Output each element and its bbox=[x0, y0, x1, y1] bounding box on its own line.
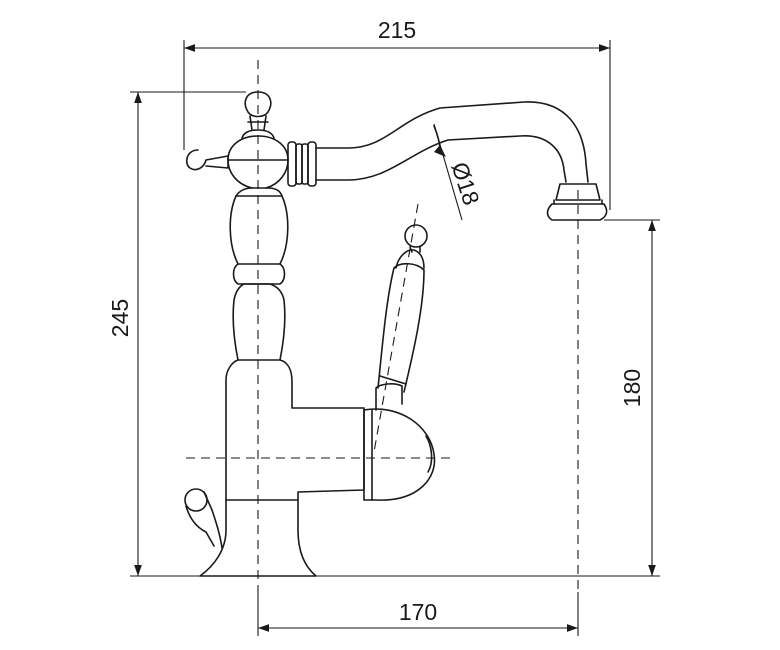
spout-collar bbox=[287, 141, 317, 187]
faucet-outline bbox=[184, 91, 608, 577]
handle-stem bbox=[375, 383, 403, 411]
handle-axis bbox=[373, 203, 419, 453]
aerator-tip bbox=[546, 203, 608, 221]
faucet-body bbox=[225, 359, 365, 501]
center-lines bbox=[186, 60, 579, 592]
dimension-180: 180 bbox=[316, 219, 660, 577]
dimension-label-215: 215 bbox=[378, 17, 416, 43]
lever-handle bbox=[377, 262, 425, 393]
side-knob bbox=[185, 149, 229, 171]
drain-lever bbox=[184, 488, 223, 549]
crown-top bbox=[241, 129, 275, 139]
column-bulb bbox=[229, 195, 289, 265]
column-ring bbox=[232, 263, 286, 285]
mixer-cap bbox=[425, 435, 433, 473]
dimension-245: 245 bbox=[107, 91, 246, 577]
column-upper bbox=[232, 283, 286, 361]
dimension-label-245: 245 bbox=[107, 299, 133, 337]
spout-pipe bbox=[315, 101, 589, 183]
top-knob bbox=[244, 91, 272, 118]
dimension-215: 215 bbox=[183, 17, 611, 210]
aerator bbox=[555, 183, 601, 201]
dimension-label-180: 180 bbox=[619, 369, 645, 407]
spout-pipe-lower bbox=[315, 135, 567, 183]
mixer-housing bbox=[363, 408, 436, 501]
dimension-170: 170 bbox=[257, 592, 579, 636]
lever-knob bbox=[404, 224, 428, 248]
column-neck bbox=[235, 187, 283, 197]
dimension-label-170: 170 bbox=[399, 599, 437, 625]
lever-handle-collar bbox=[379, 375, 407, 385]
dimension-label-diameter: Ø18 bbox=[447, 159, 485, 208]
